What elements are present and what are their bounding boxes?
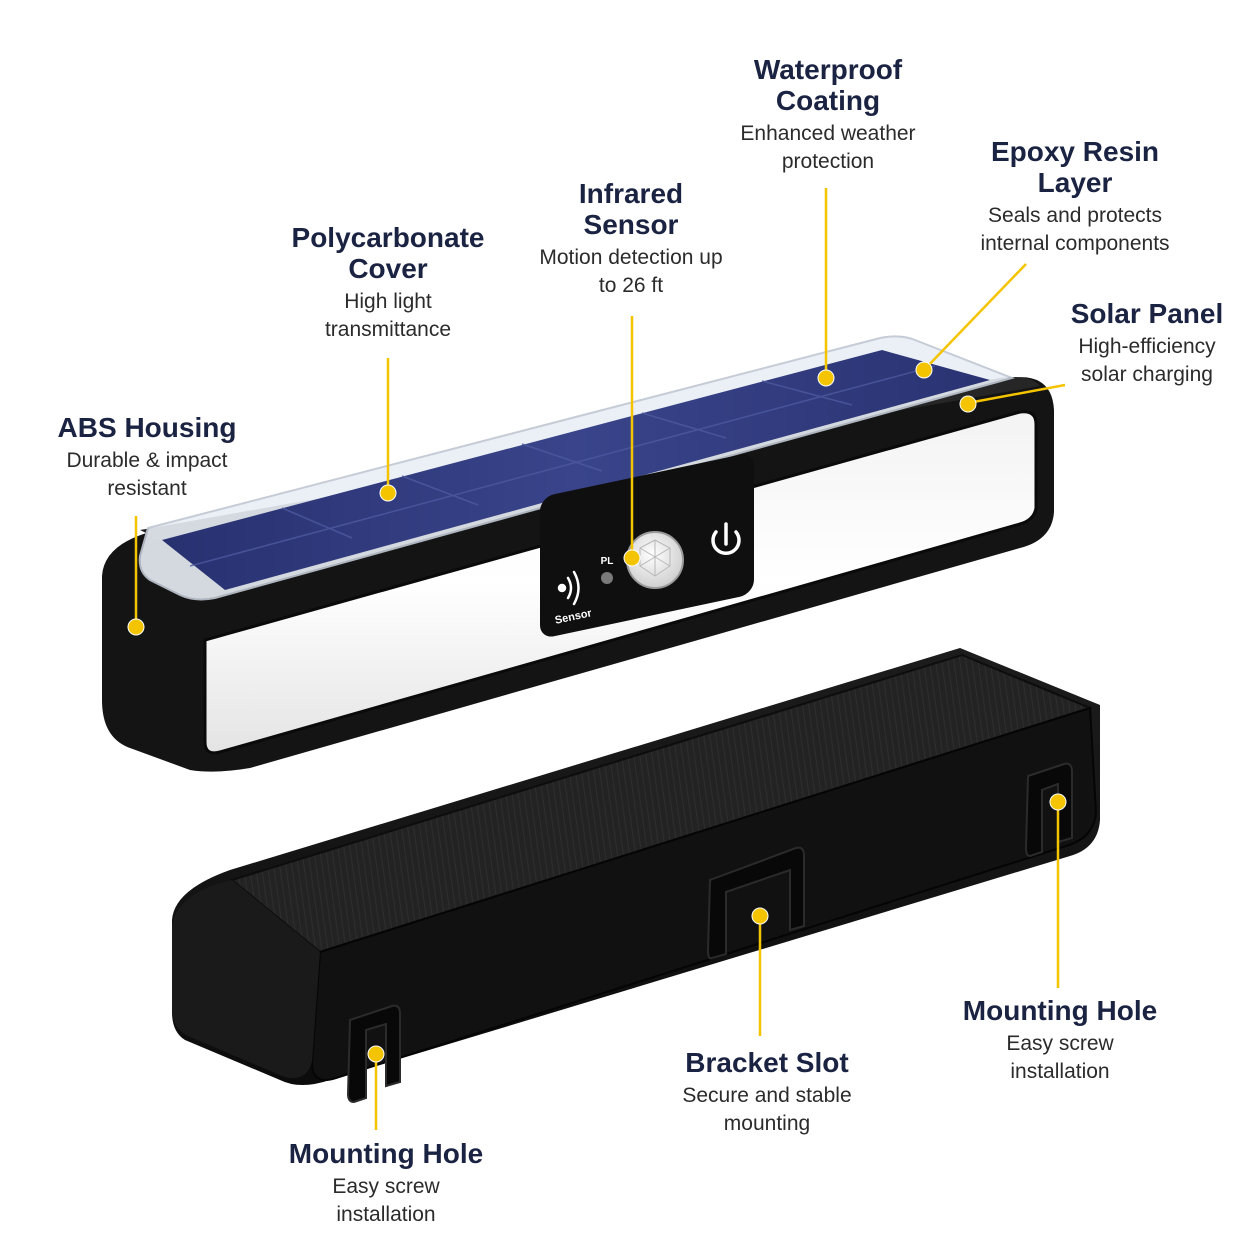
callout-abs: ABS Housing Durable & impact resistant (52, 412, 242, 503)
callout-title: Solar Panel (1070, 298, 1224, 329)
dot-infrared (623, 549, 641, 567)
base-left-side (172, 880, 320, 1079)
callout-solar: Solar Panel High-efficiency solar chargi… (1062, 298, 1232, 389)
callout-title: Mounting Hole (962, 995, 1158, 1026)
callout-title: Waterproof Coating (753, 54, 903, 116)
bottom-base-unit (172, 648, 1100, 1104)
callout-title: Epoxy Resin Layer (990, 136, 1160, 198)
indicator-led (601, 572, 613, 584)
callout-bracket: Bracket Slot Secure and stable mounting (672, 1047, 862, 1138)
callout-title: ABS Housing (57, 412, 237, 443)
callout-desc: Secure and stable mounting (682, 1084, 852, 1135)
mounting-hole-right (1024, 762, 1073, 858)
solar-panel (162, 350, 990, 590)
pir-facets (639, 539, 671, 577)
callout-desc: Enhanced weather protection (740, 122, 916, 173)
dot-waterproof (817, 369, 835, 387)
dot-abs (127, 618, 145, 636)
dot-polycarbonate (379, 484, 397, 502)
power-icon (711, 522, 741, 556)
callout-desc: Durable & impact resistant (66, 449, 228, 500)
callout-title: Infrared Sensor (578, 178, 684, 240)
callout-dots (127, 361, 1067, 1063)
dot-mount-right (1049, 793, 1067, 811)
callout-mount-left: Mounting Hole Easy screw installation (288, 1138, 484, 1229)
callout-desc: Easy screw installation (332, 1175, 440, 1226)
dot-solar (959, 395, 977, 413)
dot-epoxy (915, 361, 933, 379)
dot-bracket (751, 907, 769, 925)
callout-polycarbonate: Polycarbonate Cover High light transmitt… (288, 222, 488, 344)
callout-title: Bracket Slot (685, 1047, 849, 1078)
sound-wave-icon (557, 570, 580, 606)
callout-title: Mounting Hole (288, 1138, 484, 1169)
callout-desc: High-efficiency solar charging (1078, 335, 1216, 386)
pl-label: PL (601, 556, 614, 567)
callout-epoxy: Epoxy Resin Layer Seals and protects int… (966, 136, 1184, 258)
callout-desc: Seals and protects internal components (980, 204, 1170, 255)
callout-title: Polycarbonate Cover (291, 222, 485, 284)
callout-desc: Motion detection up to 26 ft (539, 246, 723, 297)
callout-desc: Easy screw installation (1006, 1032, 1114, 1083)
callout-infrared: Infrared Sensor Motion detection up to 2… (536, 178, 726, 300)
callout-mount-right: Mounting Hole Easy screw installation (962, 995, 1158, 1086)
dot-mount-left (367, 1045, 385, 1063)
solar-cell-grid (189, 365, 936, 567)
callout-desc: High light transmittance (324, 290, 452, 341)
bracket-slot (706, 846, 805, 960)
leader-lines (134, 188, 1066, 1130)
callout-waterproof: Waterproof Coating Enhanced weather prot… (716, 54, 940, 176)
top-light-unit: Sensor PL (102, 335, 1054, 772)
mounting-hole-left (346, 1004, 401, 1104)
base-front-face (310, 706, 1098, 1081)
control-panel-content: Sensor PL (554, 522, 741, 627)
